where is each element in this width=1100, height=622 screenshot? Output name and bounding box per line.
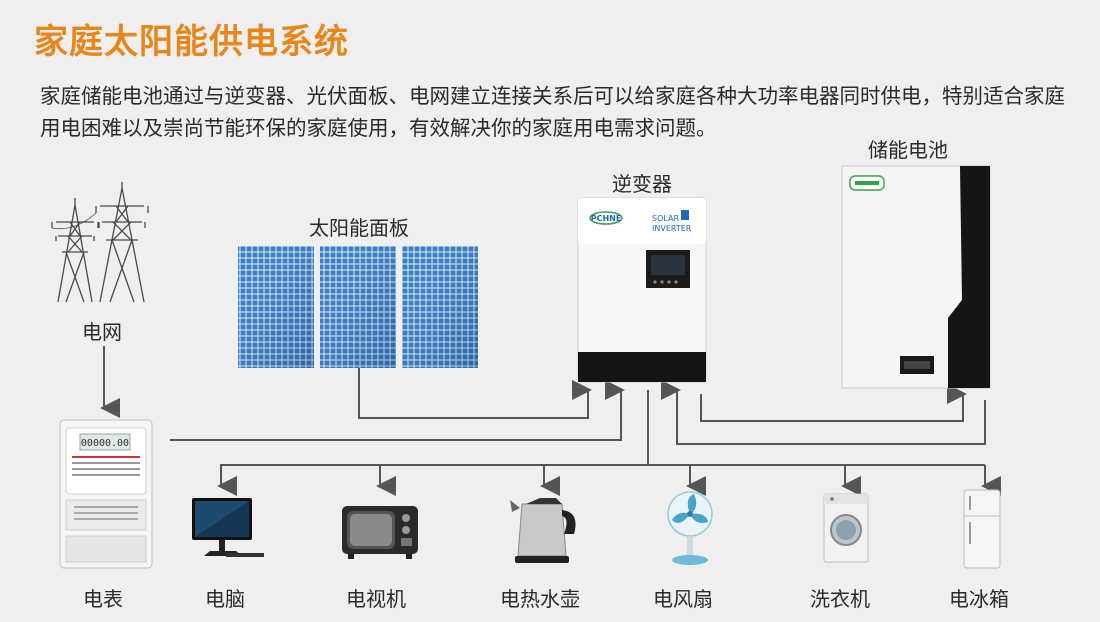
fridge-label: 电冰箱 [949,587,1009,611]
electric-fan-icon [667,491,713,565]
inverter-logo-text: PCHNE [591,214,622,223]
grid-label: 电网 [82,320,122,344]
tv-label: 电视机 [346,587,406,611]
inverter-icon: PCHNE SOLAR INVERTER [577,197,707,383]
electric-kettle-icon [510,498,576,563]
meter-display-text: 00000.00 [81,438,129,449]
tv-icon [342,506,418,559]
connection-lines [100,346,1001,496]
battery-to-inverter-line [661,380,986,445]
inverter-brand-line2: INVERTER [652,224,692,233]
inverter-to-battery-line [700,384,967,422]
description-text: 家庭储能电池通过与逆变器、光伏面板、电网建立连接关系后可以给家庭各种大功率电器同… [40,84,1065,140]
kettle-label: 电热水壶 [500,587,580,611]
computer-label: 电脑 [205,587,245,611]
power-tower-icon [51,182,149,303]
solar-panel-label: 太阳能面板 [309,216,409,240]
inverter-brand-line1: SOLAR [652,214,679,223]
fan-label: 电风扇 [653,587,713,611]
electric-meter-icon: 00000.00 [59,419,153,569]
computer-icon [192,498,264,557]
solar-panel-icon [238,246,478,368]
inverter-label: 逆变器 [612,172,672,196]
washer-label: 洗衣机 [810,587,870,611]
page-title: 家庭太阳能供电系统 [34,22,349,62]
battery-label: 储能电池 [868,138,948,162]
refrigerator-icon [963,489,1001,569]
battery-icon [841,165,991,389]
washing-machine-icon [823,493,869,563]
meter-to-inverter-line [170,380,625,441]
meter-label: 电表 [83,587,123,611]
panel-to-inverter-line [358,368,592,419]
